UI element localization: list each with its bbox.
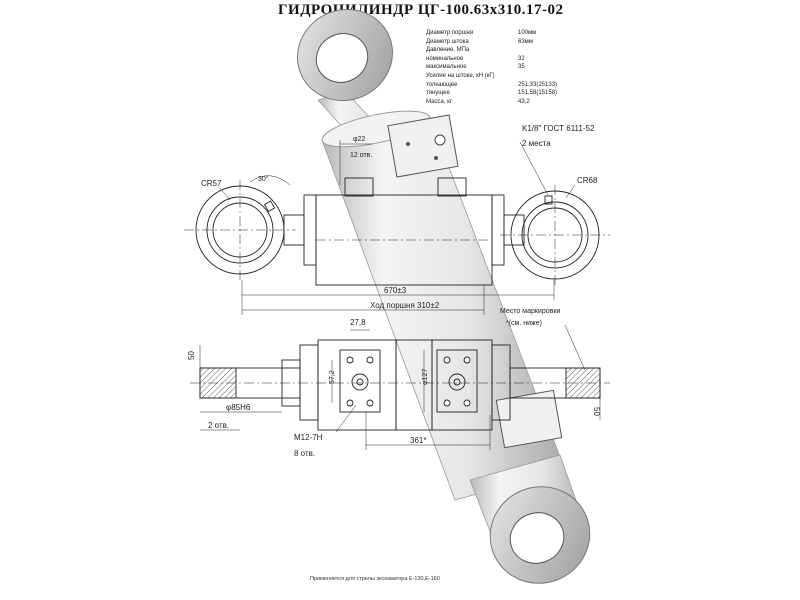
bolt-hole bbox=[443, 399, 451, 407]
top-view bbox=[184, 140, 610, 315]
application-note: Применяется для стрелы экскаватора Е-130… bbox=[310, 576, 440, 582]
dim-127: φ127 bbox=[422, 369, 429, 385]
marking-note: Место маркировки bbox=[500, 308, 560, 315]
see-below-note: *(см. ниже) bbox=[506, 320, 542, 327]
bolt-holes bbox=[346, 356, 471, 407]
dim-50-right: 50 bbox=[592, 407, 601, 416]
dim-stroke: Ход поршня 310±2 bbox=[370, 301, 440, 310]
dim-holes-8: 8 отв. bbox=[294, 449, 315, 458]
bolt-hole bbox=[463, 356, 471, 364]
dim-angle: 30° bbox=[258, 175, 269, 183]
dim-cr68: СR68 bbox=[577, 176, 598, 185]
bolt-hole bbox=[443, 356, 451, 364]
cylinder-3d bbox=[297, 8, 591, 584]
bolt-hole bbox=[366, 356, 374, 364]
dim-holes-12: 12 отв. bbox=[350, 152, 372, 159]
bottom-dims bbox=[199, 324, 601, 450]
bottom-view bbox=[190, 339, 610, 431]
thread-note: K1/8" ГОСТ 6111-52 bbox=[522, 124, 595, 133]
dim-670: 670±3 bbox=[384, 286, 407, 295]
spec-row: Усилие на штоке, кН (кГ) bbox=[426, 72, 495, 79]
places-note: 2 места bbox=[522, 139, 551, 148]
dim-50-left: 50 bbox=[187, 351, 196, 360]
bolt-hole bbox=[346, 356, 354, 364]
dim-m12: М12-7Н bbox=[294, 433, 323, 442]
dim-278: 27,8 bbox=[350, 318, 366, 327]
bolt-hole bbox=[463, 399, 471, 407]
dim-85: φ85Н6 bbox=[226, 403, 251, 412]
dim-cr57: СR57 bbox=[201, 179, 222, 188]
dim-holes-2: 2 отв. bbox=[208, 421, 229, 430]
spec-row: Давление, МПа bbox=[426, 47, 470, 54]
dim-572: 57,2 bbox=[329, 370, 336, 384]
bolt-hole bbox=[346, 399, 354, 407]
bolt-hole bbox=[366, 399, 374, 407]
dim-361: 361* bbox=[410, 436, 426, 445]
dim-phi22: φ22 bbox=[353, 136, 365, 143]
